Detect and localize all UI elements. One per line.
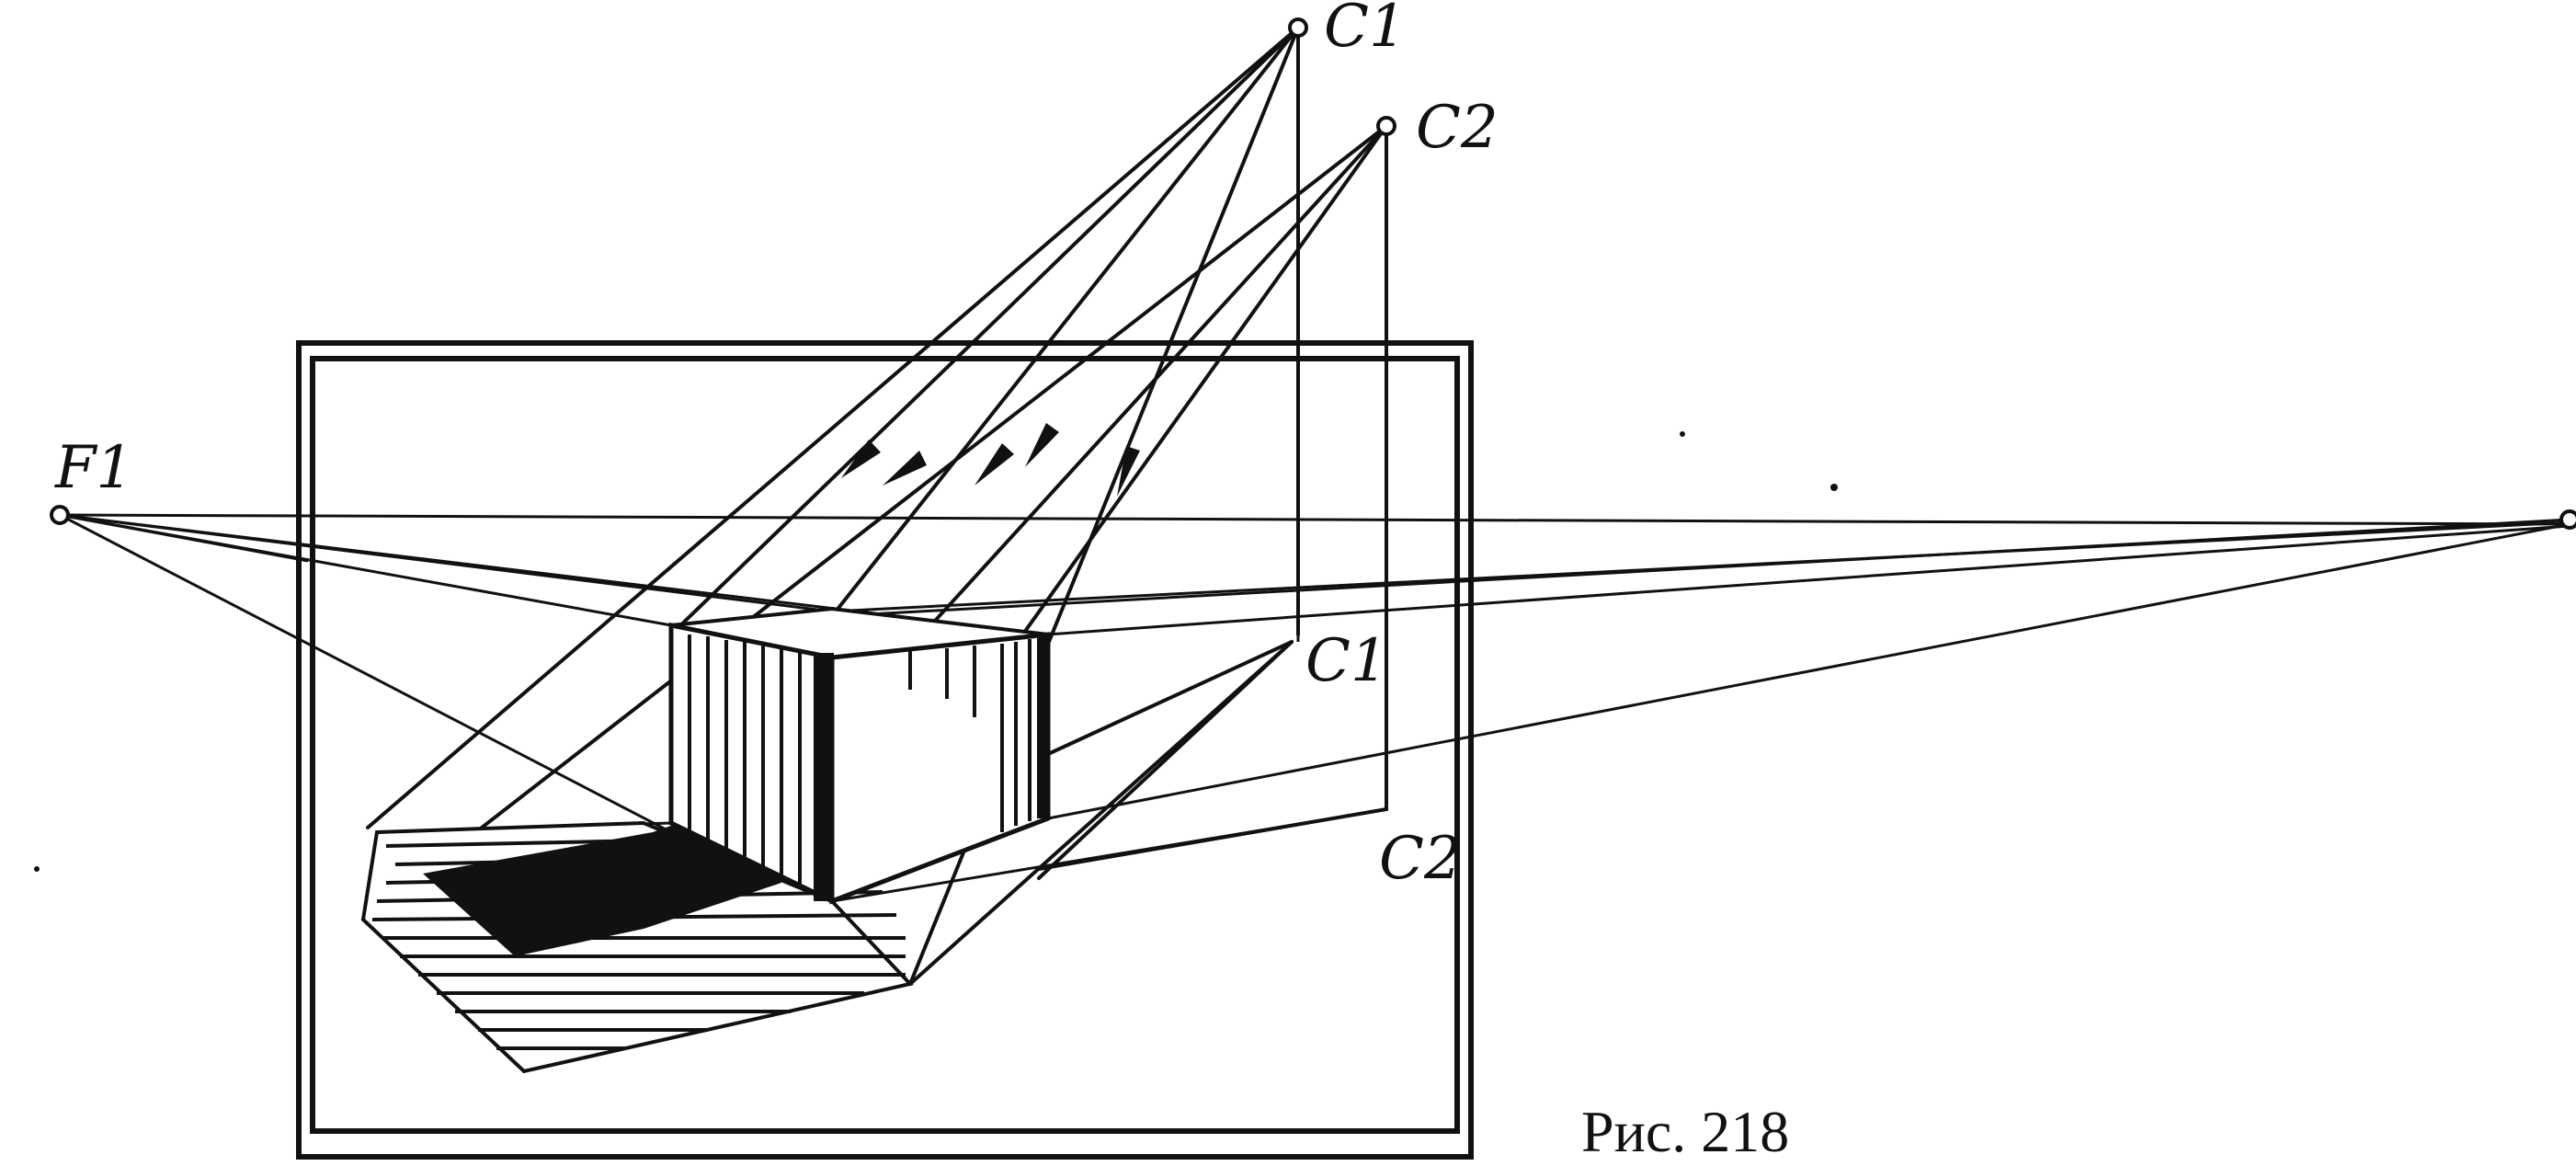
label-f1: F1	[54, 434, 133, 502]
label-c1-low: C1	[1305, 627, 1388, 695]
stray-dot	[1830, 484, 1838, 491]
label-c2-low: C2	[1379, 825, 1462, 893]
c1-top-point	[1288, 17, 1308, 38]
inner-frame	[310, 356, 1460, 1134]
figure-caption: Рис. 218	[1581, 1099, 1789, 1164]
stray-dot	[1680, 431, 1685, 437]
ground-rays	[908, 634, 1388, 986]
horizon-line	[59, 513, 2570, 526]
ray-arrows	[841, 423, 1140, 497]
label-c1-top: C1	[1324, 0, 1407, 61]
c2-top-point	[1376, 116, 1396, 136]
f1-point	[50, 505, 70, 525]
label-c2-top: C2	[1416, 94, 1499, 162]
outer-frame	[296, 340, 1474, 1160]
cast-shadow	[360, 809, 914, 1074]
f2-point	[2559, 509, 2576, 530]
cube	[668, 606, 1051, 905]
stray-dot	[34, 866, 40, 872]
